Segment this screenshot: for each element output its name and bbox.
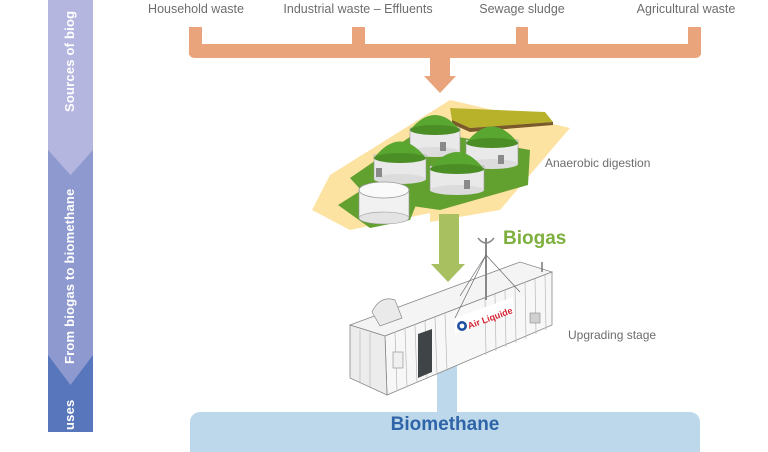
sidebar-band-uses bbox=[48, 355, 93, 432]
digester-dome bbox=[429, 152, 485, 195]
label-biomethane: Biomethane bbox=[390, 414, 500, 435]
biogas-arrow bbox=[431, 214, 465, 282]
arrow-down-icon bbox=[431, 264, 465, 282]
biomethane-pipe bbox=[437, 360, 457, 415]
source-industrial-waste: Industrial waste – Effluents bbox=[283, 2, 433, 16]
digester-dome bbox=[373, 141, 427, 184]
sources-connector bbox=[189, 27, 701, 93]
stage-sidebar bbox=[48, 0, 93, 432]
sidebar-bands bbox=[48, 0, 93, 432]
source-household-waste: Household waste bbox=[148, 2, 244, 16]
upgrading-container-icon: Air Liquide bbox=[348, 237, 554, 396]
process-diagram: Air Liquide bbox=[189, 27, 701, 415]
digester-plant-icon bbox=[312, 100, 570, 230]
biomethane-bar: Biomethane bbox=[190, 412, 700, 452]
storage-tank bbox=[358, 181, 410, 225]
source-agricultural-waste: Agricultural waste bbox=[636, 2, 736, 16]
source-sewage-sludge: Sewage sludge bbox=[479, 2, 565, 16]
digester-dome bbox=[465, 126, 519, 169]
sidebar-band-conversion bbox=[48, 150, 93, 432]
arrow-down-icon bbox=[424, 76, 456, 93]
label-upgrading-stage: Upgrading stage bbox=[568, 328, 657, 342]
label-anaerobic-digestion: Anaerobic digestion bbox=[545, 156, 651, 170]
label-biogas: Biogas bbox=[503, 228, 567, 249]
